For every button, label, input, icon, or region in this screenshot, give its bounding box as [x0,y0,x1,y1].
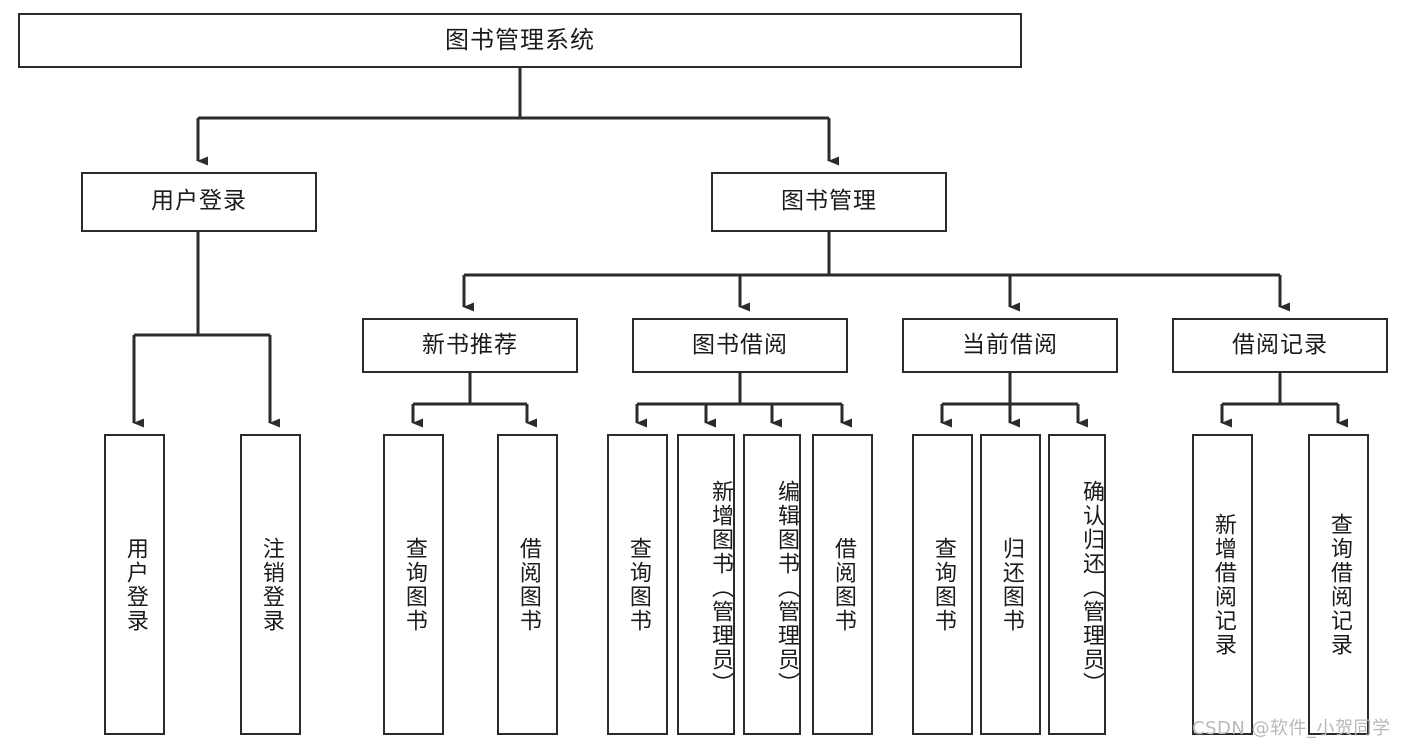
leaf-borrow-add-book-admin[interactable]: 新增图书（管理员） [677,434,735,735]
node-borrow-record[interactable]: 借阅记录 [1172,318,1388,373]
leaf-user-login[interactable]: 用户登录 [104,434,165,735]
leaf-user-logout[interactable]: 注销登录 [240,434,301,735]
node-new-book-recommend[interactable]: 新书推荐 [362,318,578,373]
leaf-current-return-book[interactable]: 归还图书 [980,434,1041,735]
leaf-borrow-query-book[interactable]: 查询图书 [607,434,668,735]
csdn-watermark: CSDN @软件_小贺同学 [1192,718,1391,739]
node-user-login[interactable]: 用户登录 [81,172,317,232]
leaf-current-query-book[interactable]: 查询图书 [912,434,973,735]
leaf-borrow-edit-book-admin[interactable]: 编辑图书（管理员） [743,434,801,735]
node-root-system[interactable]: 图书管理系统 [18,13,1022,68]
node-book-management[interactable]: 图书管理 [711,172,947,232]
leaf-recommend-borrow-book[interactable]: 借阅图书 [497,434,558,735]
leaf-record-add-record[interactable]: 新增借阅记录 [1192,434,1253,735]
leaf-borrow-borrow-book[interactable]: 借阅图书 [812,434,873,735]
leaf-record-query-record[interactable]: 查询借阅记录 [1308,434,1369,735]
node-book-borrow[interactable]: 图书借阅 [632,318,848,373]
node-current-borrow[interactable]: 当前借阅 [902,318,1118,373]
leaf-current-confirm-return-admin[interactable]: 确认归还（管理员） [1048,434,1106,735]
leaf-recommend-query-book[interactable]: 查询图书 [383,434,444,735]
